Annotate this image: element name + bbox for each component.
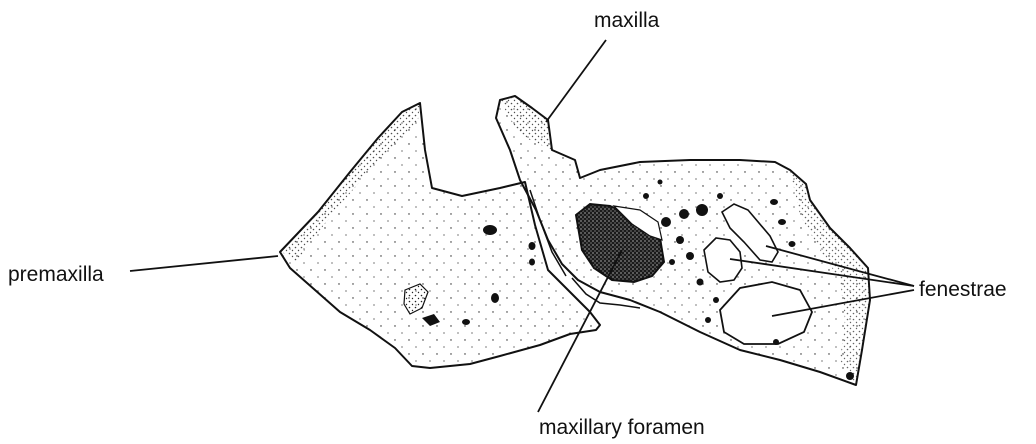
leader-line-maxilla — [546, 40, 606, 122]
label-fenestrae: fenestrae — [919, 279, 1007, 300]
maxilla-bone — [496, 96, 870, 385]
label-premaxilla: premaxilla — [8, 264, 104, 285]
leader-line-premaxilla — [130, 256, 278, 271]
label-maxilla: maxilla — [594, 10, 659, 31]
label-maxillary-foramen: maxillary foramen — [539, 417, 705, 438]
